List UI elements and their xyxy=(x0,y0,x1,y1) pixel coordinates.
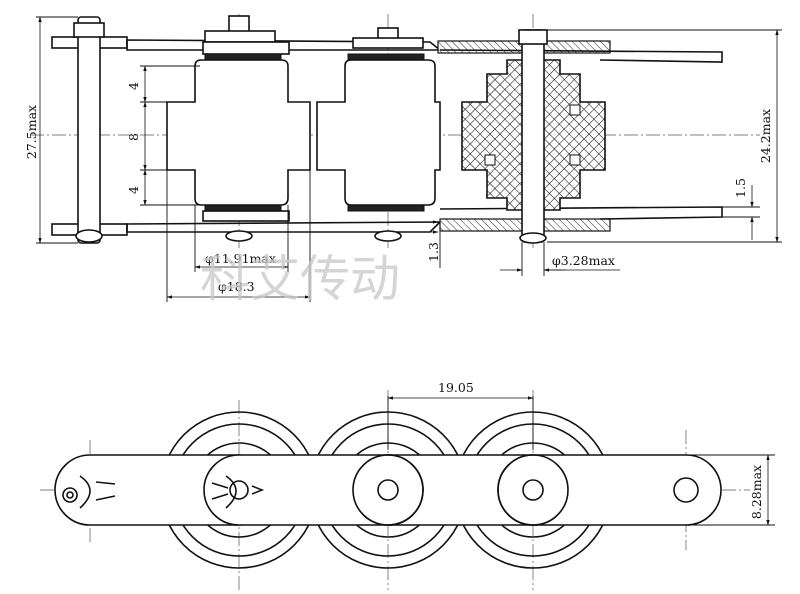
section-plate-bottom-right xyxy=(539,218,611,232)
bush-band-top-3 xyxy=(347,53,425,61)
pin-section-end xyxy=(519,232,547,244)
dim-overall-width: 27.5max xyxy=(24,105,39,159)
outer-plate-bottom xyxy=(126,221,442,233)
side-pin-1-core xyxy=(66,491,74,499)
side-pin-3 xyxy=(377,479,399,501)
side-view: 19.05 8.28max xyxy=(40,380,775,590)
side-pin-2 xyxy=(229,480,249,500)
pin-left xyxy=(77,16,101,244)
cotter-clip-1 xyxy=(79,475,116,509)
dim-pin-dia: φ3.28max xyxy=(552,253,615,268)
dim-plate-height: 8.28max xyxy=(749,465,764,519)
side-pin-4 xyxy=(522,479,544,501)
section-plate-bottom-left xyxy=(439,218,526,232)
side-pin-5 xyxy=(673,477,699,503)
pin-section-head xyxy=(518,29,548,45)
cotter-clip-2 xyxy=(211,475,265,509)
side-plate-boss-4 xyxy=(497,454,569,526)
bush-band-top-2 xyxy=(204,53,282,61)
plate-bottom-right-tail xyxy=(439,206,723,220)
bush-top-2 xyxy=(202,41,290,55)
section-notch-2 xyxy=(569,154,581,166)
dim-pin-length: 24.2max xyxy=(758,109,773,163)
pin-section xyxy=(521,29,545,243)
dim-8: 8 xyxy=(126,133,141,141)
dim-pitch: 19.05 xyxy=(438,380,474,395)
dim-plate-gap: 1.3 xyxy=(426,242,441,262)
dim-4-top: 4 xyxy=(126,82,141,90)
top-view: 27.5max 4 8 4 φ11.91max φ18.3 1.3 φ3. xyxy=(24,14,782,302)
plate-top-right-tail xyxy=(439,49,723,63)
section-notch-3 xyxy=(569,104,581,116)
section-notch-1 xyxy=(484,154,496,166)
pin-left-end xyxy=(75,229,103,243)
side-pin-1 xyxy=(62,487,78,503)
bush-band-bottom-3 xyxy=(347,204,425,212)
dim-4-bottom: 4 xyxy=(126,186,141,194)
side-plate-boss-3 xyxy=(352,454,424,526)
pin-2-end xyxy=(225,230,253,242)
watermark: 科艾传动 xyxy=(200,250,400,308)
roller-3 xyxy=(316,59,441,206)
dim-roller-dia: φ11.91max xyxy=(205,251,276,266)
pin-2-collar xyxy=(204,30,276,43)
dim-plate-thickness: 1.5 xyxy=(733,178,748,198)
pin-3-end xyxy=(374,230,402,242)
bush-bottom-2 xyxy=(202,210,290,222)
pin-left-head xyxy=(73,22,105,38)
bush-band-bottom-2 xyxy=(204,204,282,212)
dim-outer-dia: φ18.3 xyxy=(218,279,255,294)
roller-2 xyxy=(166,59,311,206)
pin-3-collar xyxy=(352,37,424,49)
